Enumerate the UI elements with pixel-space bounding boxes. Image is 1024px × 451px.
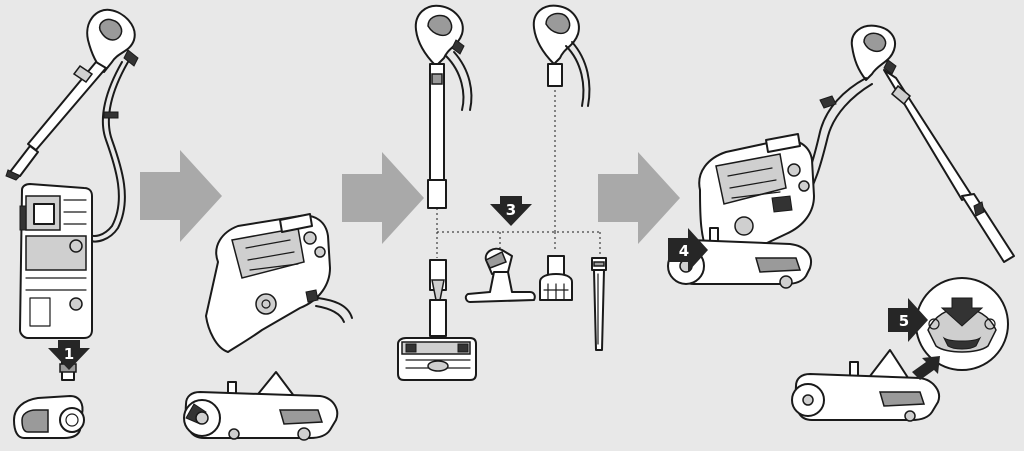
crevice-tool-icon [591, 257, 607, 351]
panel-assembled-canister [667, 24, 1015, 289]
step-3-badge: 3 [490, 196, 532, 226]
step-5-badge: 5 [888, 298, 928, 342]
panel-latch-detail [791, 277, 1009, 422]
handle-icon [850, 24, 897, 81]
step-1-badge: 1 [48, 340, 90, 370]
handle-icon [414, 4, 465, 67]
step-1-label: 1 [64, 345, 74, 363]
panel-attachments [397, 4, 607, 381]
latch-zoom-icon [915, 277, 1009, 371]
step-3-label: 3 [506, 201, 516, 219]
step-5-label: 5 [899, 312, 909, 330]
step-4-label: 4 [679, 242, 689, 260]
dusting-brush-icon [539, 255, 573, 301]
next-step-arrow [140, 150, 222, 242]
upholstery-tool-icon [464, 247, 536, 303]
next-step-arrow [342, 152, 424, 244]
next-step-arrow [598, 152, 680, 244]
panel-detached-canister [183, 213, 353, 441]
direction-arrow [912, 356, 940, 380]
step-4-badge: 4 [668, 228, 708, 272]
panel-upright-vacuum [5, 8, 139, 439]
adapter-handle-icon [532, 4, 591, 107]
floor-nozzle-icon [397, 259, 477, 381]
